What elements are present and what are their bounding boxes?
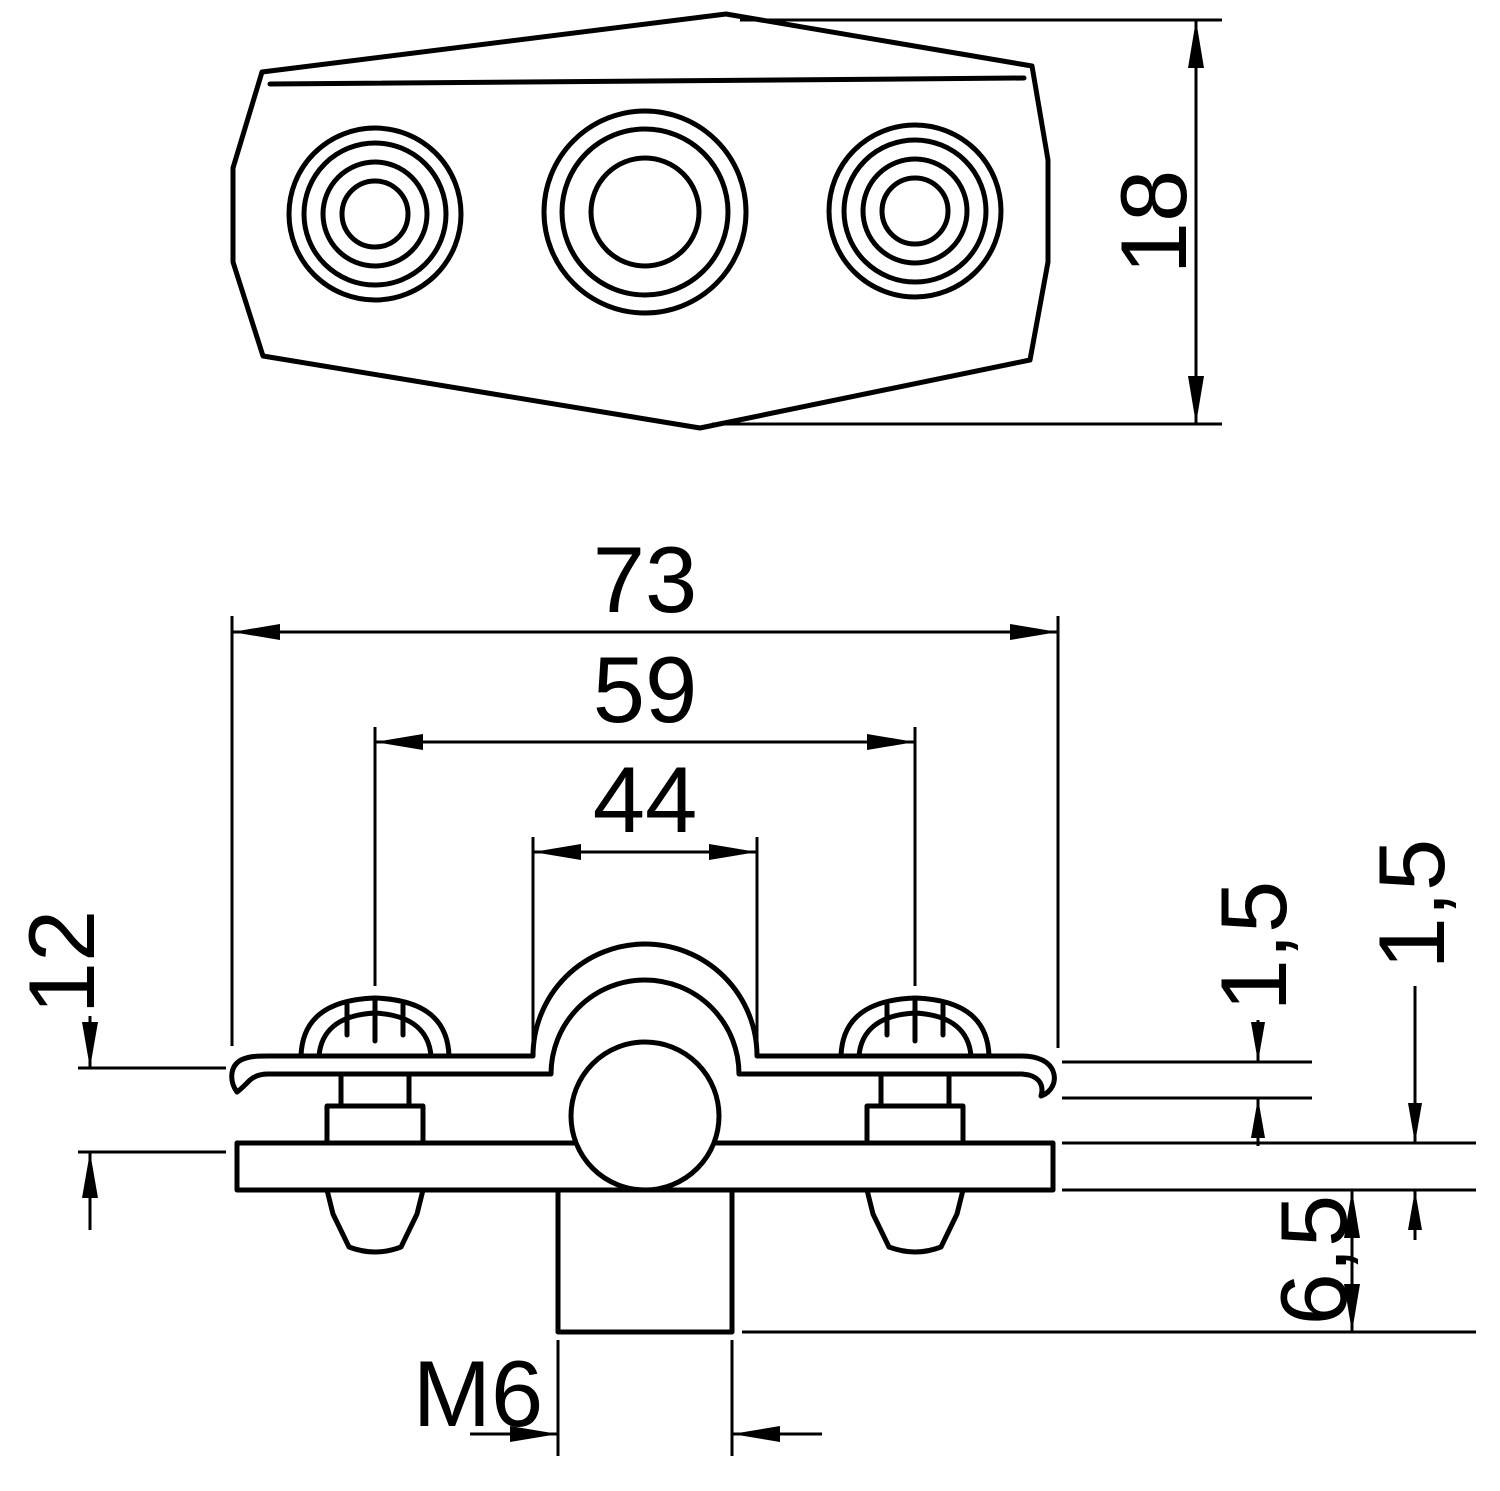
right-screw-collar [878,1071,952,1109]
front-view: 73 59 44 12 [9,527,1476,1456]
dimension-stud-height: 6,5 [742,1190,1476,1334]
arrowhead-icon [709,844,757,860]
dim-label-strap-thickness: 1,5 [1201,881,1306,1012]
hole-circle [879,175,951,247]
right-rivet-tip [864,1187,966,1255]
right-screw-hole [826,122,1004,300]
dimension-18: 18 [712,18,1222,426]
dimension-strap-thickness: 1,5 [1062,881,1312,1146]
arrowhead-icon [1408,1190,1422,1230]
hole-circle [301,140,449,288]
hole-circle [286,125,464,303]
arrowhead-icon [510,1426,558,1442]
arrowhead-icon [1344,1284,1360,1332]
right-screw-head [838,995,992,1059]
right-screw-washer [864,1103,966,1146]
dimension-plate-thickness: 1,5 [1062,839,1476,1240]
dim-label-18: 18 [1101,170,1206,275]
hole-circle [860,156,970,266]
hole-circle [841,137,989,285]
left-screw-hole [286,125,464,303]
arrowhead-icon [1251,1022,1265,1062]
arrowhead-icon [732,1426,780,1442]
arrowhead-icon [1010,624,1058,640]
arrowhead-icon [82,1152,98,1198]
hole-circle [541,108,749,316]
plate-outline [230,11,1051,431]
left-screw-washer [324,1103,426,1146]
dim-label-44: 44 [593,747,698,852]
arrowhead-icon [82,1022,98,1068]
arrowhead-icon [533,844,581,860]
plate-edge-line [267,75,1027,87]
dim-label-m6: M6 [413,1341,544,1446]
threaded-stud [555,1187,735,1335]
dimension-73: 73 [230,527,1060,1048]
clamp-strap [229,941,1057,1099]
left-rivet-tip [324,1187,426,1255]
dim-label-plate-thickness: 1,5 [1359,839,1464,970]
hole-circle [559,126,731,298]
dim-label-12: 12 [9,910,114,1015]
arrowhead-icon [1408,1103,1422,1143]
top-view: 18 [230,11,1222,431]
hole-circle [826,122,1004,300]
dim-label-73: 73 [593,527,698,632]
conductor-circle [568,1039,722,1193]
dim-label-stud-height: 6,5 [1261,1195,1366,1326]
arrowhead-icon [1188,376,1204,424]
center-hole [541,108,749,316]
arrowhead-icon [1251,1098,1265,1138]
arrowhead-icon [232,624,280,640]
dimension-thread-m6: M6 [413,1340,822,1456]
arrowhead-icon [1344,1190,1360,1238]
hole-circle [339,178,411,250]
arrowhead-icon [375,734,423,750]
left-screw-collar [338,1071,412,1109]
hole-circle [320,159,430,269]
hole-circle [588,155,702,269]
dim-label-59: 59 [593,637,698,742]
dimension-44: 44 [531,747,759,1042]
dimension-12: 12 [9,910,226,1230]
dimension-59: 59 [373,637,917,986]
left-screw-head [298,995,452,1059]
arrowhead-icon [867,734,915,750]
arrowhead-icon [1188,20,1204,68]
